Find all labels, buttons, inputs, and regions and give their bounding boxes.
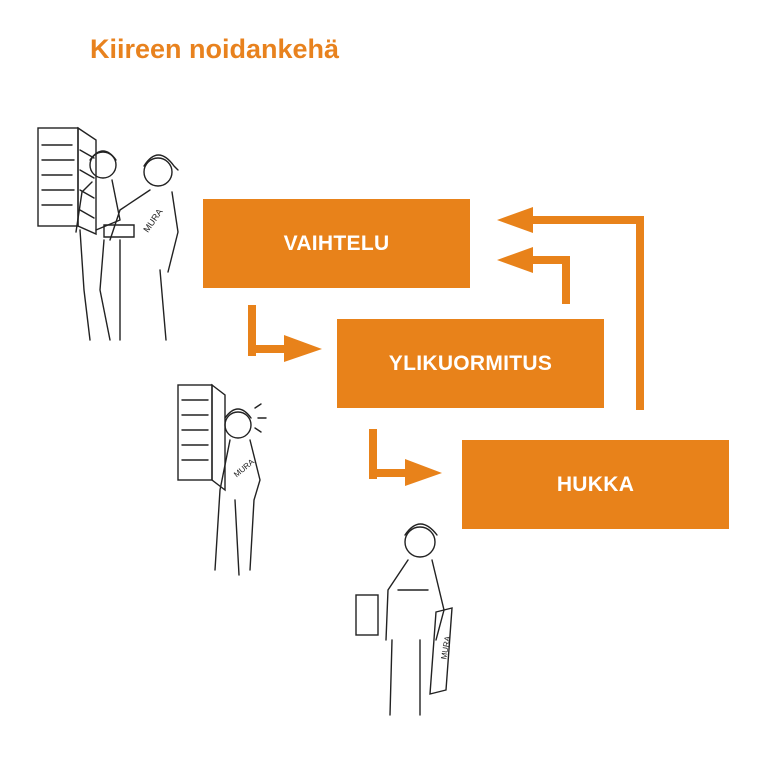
sketch-lettering: MURA: [141, 207, 164, 234]
diagram-title: Kiireen noidankehä: [90, 34, 340, 64]
arrow-hukka-to-vaihtelu: [497, 207, 644, 410]
arrow-vaihtelu-to-ylikuormitus: [248, 305, 322, 362]
sketch-two-workers: MURA: [37, 126, 179, 341]
arrow-ylikuormitus-to-vaihtelu: [497, 247, 570, 304]
sketch-lettering: MURA: [232, 457, 256, 479]
box-hukka: HUKKA: [462, 440, 729, 529]
box-label: YLIKUORMITUS: [388, 351, 553, 375]
sketch-overloaded-worker: MURA: [177, 383, 267, 576]
arrow-ylikuormitus-to-hukka: [369, 429, 442, 486]
box-label: HUKKA: [556, 472, 635, 496]
sketch-worker-with-papers: MURA: [355, 523, 453, 716]
sketch-lettering: MURA: [439, 635, 452, 660]
box-ylikuormitus: YLIKUORMITUS: [337, 319, 604, 408]
box-label: VAIHTELU: [283, 231, 390, 255]
box-vaihtelu: VAIHTELU: [203, 199, 470, 288]
